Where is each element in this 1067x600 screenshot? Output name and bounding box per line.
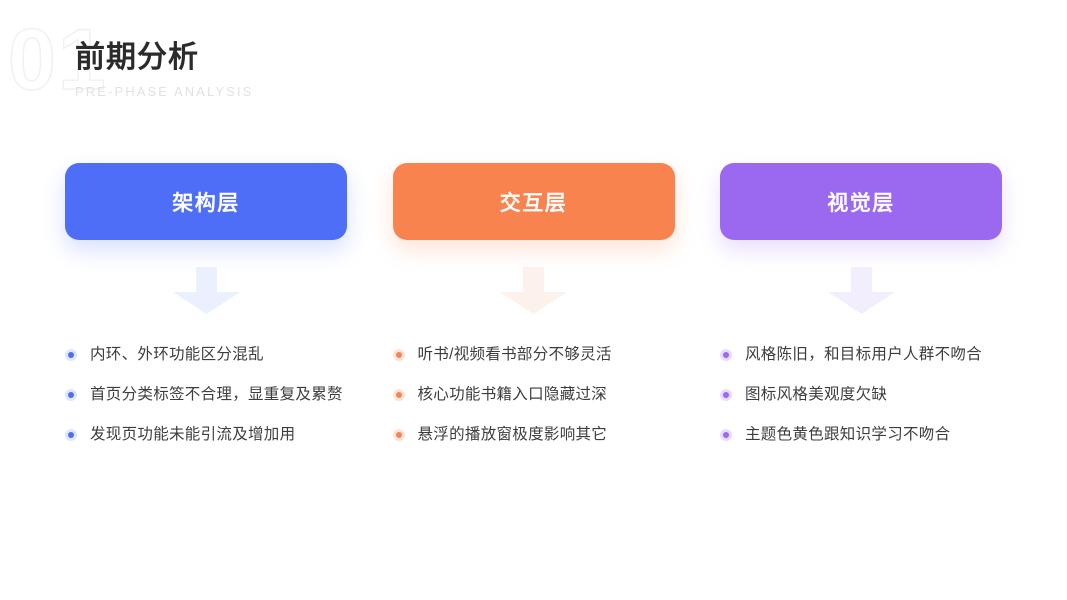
bullet-dot-icon xyxy=(65,389,77,401)
bullet-dot-icon xyxy=(392,349,405,361)
list-item-label: 发现页功能未能引流及增加用 xyxy=(90,426,296,444)
list-item: 主题色黄色跟知识学习不吻合 xyxy=(720,415,1002,455)
card-label: 交互层 xyxy=(499,191,568,215)
bullet-dot-icon xyxy=(720,349,732,361)
list-item: 核心功能书籍入口隐藏过深 xyxy=(392,375,675,415)
list-item-label: 内环、外环功能区分混乱 xyxy=(90,346,264,364)
list-item: 悬浮的播放窗极度影响其它 xyxy=(392,415,675,455)
arrow-down-container-architecture xyxy=(169,267,244,317)
page-title: 前期分析 xyxy=(75,41,199,74)
list-item: 风格陈旧，和目标用户人群不吻合 xyxy=(720,335,1002,375)
page-header: 01 前期分析 PRE-PHASE ANALYSIS xyxy=(0,0,1067,130)
column-visual: 视觉层 风格陈旧，和目标用户人群不吻合 图标风格美观度欠缺 主题色黄色跟知识学习… xyxy=(720,163,1002,455)
card-label: 视觉层 xyxy=(827,191,895,215)
arrow-down-container-visual xyxy=(824,267,899,317)
list-item-label: 首页分类标签不合理，显重复及累赘 xyxy=(90,386,343,404)
issue-list-architecture: 内环、外环功能区分混乱 首页分类标签不合理，显重复及累赘 发现页功能未能引流及增… xyxy=(65,335,347,455)
issue-list-interaction: 听书/视频看书部分不够灵活 核心功能书籍入口隐藏过深 悬浮的播放窗极度影响其它 xyxy=(392,335,675,455)
column-interaction: 交互层 听书/视频看书部分不够灵活 核心功能书籍入口隐藏过深 悬浮的播放窗极度影… xyxy=(392,163,675,455)
column-architecture: 架构层 内环、外环功能区分混乱 首页分类标签不合理，显重复及累赘 发现页功能未能… xyxy=(65,163,347,455)
issue-list-visual: 风格陈旧，和目标用户人群不吻合 图标风格美观度欠缺 主题色黄色跟知识学习不吻合 xyxy=(720,335,1002,455)
list-item: 发现页功能未能引流及增加用 xyxy=(65,415,347,455)
list-item-label: 悬浮的播放窗极度影响其它 xyxy=(417,426,608,444)
list-item-label: 图标风格美观度欠缺 xyxy=(745,386,888,404)
bullet-dot-icon xyxy=(392,389,405,401)
list-item: 内环、外环功能区分混乱 xyxy=(65,335,347,375)
layer-columns: 架构层 内环、外环功能区分混乱 首页分类标签不合理，显重复及累赘 发现页功能未能… xyxy=(65,163,1002,455)
list-item: 图标风格美观度欠缺 xyxy=(720,375,1002,415)
card-architecture[interactable]: 架构层 xyxy=(65,163,347,240)
list-item: 听书/视频看书部分不够灵活 xyxy=(392,335,675,375)
list-item-label: 风格陈旧，和目标用户人群不吻合 xyxy=(745,346,983,364)
arrow-down-icon xyxy=(500,267,567,314)
header-text-group: 前期分析 PRE-PHASE ANALYSIS xyxy=(75,38,253,99)
bullet-dot-icon xyxy=(720,429,732,441)
list-item: 首页分类标签不合理，显重复及累赘 xyxy=(65,375,347,415)
arrow-down-container-interaction xyxy=(496,267,571,317)
card-label: 架构层 xyxy=(172,191,240,215)
list-item-label: 核心功能书籍入口隐藏过深 xyxy=(417,386,608,404)
arrow-down-icon xyxy=(827,267,895,314)
bullet-dot-icon xyxy=(720,389,732,401)
card-visual[interactable]: 视觉层 xyxy=(720,163,1002,240)
list-item-label: 主题色黄色跟知识学习不吻合 xyxy=(745,426,951,444)
page-subtitle: PRE-PHASE ANALYSIS xyxy=(75,83,254,99)
bullet-dot-icon xyxy=(65,429,77,441)
list-item-label: 听书/视频看书部分不够灵活 xyxy=(417,346,612,364)
arrow-down-icon xyxy=(172,267,240,314)
bullet-dot-icon xyxy=(65,349,77,361)
section-number-watermark: 01 xyxy=(7,12,108,108)
bullet-dot-icon xyxy=(392,429,405,441)
card-interaction[interactable]: 交互层 xyxy=(392,163,675,240)
